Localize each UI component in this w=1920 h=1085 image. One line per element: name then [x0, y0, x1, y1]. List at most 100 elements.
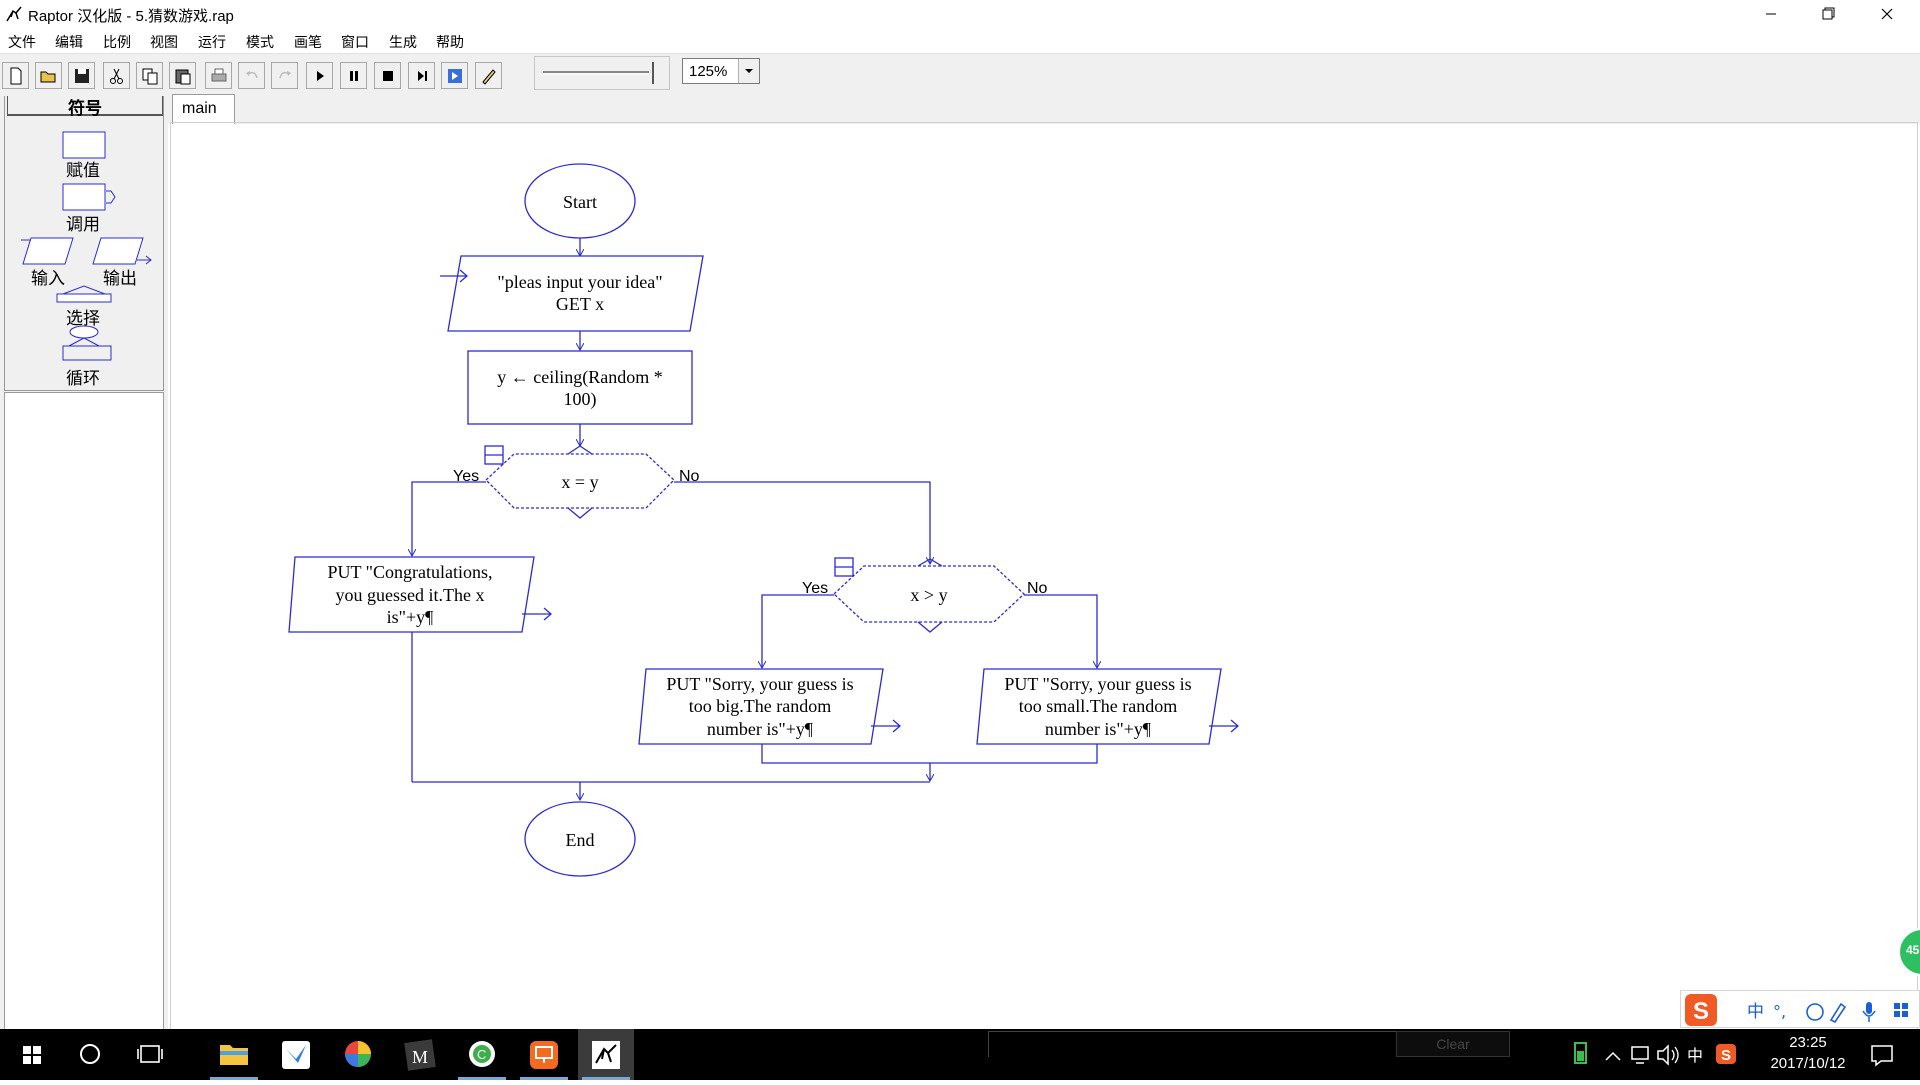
- end-terminal[interactable]: [524, 801, 636, 877]
- flowchart-canvas[interactable]: Start "pleas input your idea" GET x y ← …: [172, 124, 1916, 1028]
- menu-edit[interactable]: 编辑: [55, 34, 83, 50]
- symbols-header: 符号: [7, 96, 163, 118]
- stop-button[interactable]: [374, 62, 401, 89]
- new-button[interactable]: [2, 62, 29, 89]
- too-big-line2: too big.The random: [689, 696, 831, 716]
- menu-file[interactable]: 文件: [8, 34, 36, 50]
- menu-scale[interactable]: 比例: [103, 34, 131, 50]
- tab-main-label: main: [182, 100, 217, 117]
- menu-pen[interactable]: 画笔: [294, 34, 322, 50]
- task-view-button[interactable]: [122, 1029, 178, 1080]
- output-symbol-shape[interactable]: [92, 237, 144, 265]
- restore-button[interactable]: [1806, 0, 1852, 29]
- bird-app-icon: [282, 1041, 310, 1069]
- menu-help[interactable]: 帮助: [436, 34, 464, 50]
- clear-button[interactable]: Clear: [1396, 1031, 1510, 1057]
- assign-box[interactable]: [467, 350, 693, 425]
- decision-x-greater-y[interactable]: [833, 565, 1025, 623]
- decision-x-equals-y[interactable]: [485, 453, 675, 509]
- color-wheel-icon: [345, 1041, 371, 1067]
- congrats-line3: is"+y¶: [387, 607, 434, 627]
- toolbox-icon[interactable]: [1894, 1003, 1900, 1009]
- chevron-up-icon[interactable]: [1605, 1051, 1621, 1061]
- start-label: Start: [563, 192, 597, 212]
- undo-button[interactable]: [238, 62, 265, 89]
- taskbar-app-m[interactable]: M: [392, 1029, 448, 1080]
- scissors-icon: [110, 68, 123, 84]
- zoom-select[interactable]: 125%: [682, 58, 760, 84]
- cut-button[interactable]: [103, 62, 130, 89]
- taskbar-file-explorer[interactable]: [206, 1029, 262, 1080]
- menu-run[interactable]: 运行: [198, 34, 226, 50]
- output-congratulations-box[interactable]: [288, 556, 535, 633]
- clear-button-label: Clear: [1436, 1036, 1470, 1052]
- menu-generate[interactable]: 生成: [389, 34, 417, 50]
- speed-slider[interactable]: [534, 56, 670, 90]
- notification-center-icon[interactable]: [1868, 1041, 1896, 1069]
- save-button[interactable]: [68, 62, 95, 89]
- console-strip: [988, 1031, 1404, 1057]
- taskbar-app-bird[interactable]: [268, 1029, 324, 1080]
- step-icon: [418, 71, 427, 81]
- ime-toolbar: S 中 °,: [1680, 990, 1920, 1028]
- taskbar-app-raptor[interactable]: [578, 1029, 634, 1080]
- search-button[interactable]: [62, 1029, 118, 1080]
- open-button[interactable]: [35, 62, 62, 89]
- tab-main[interactable]: main: [172, 94, 235, 124]
- sogou-logo-icon[interactable]: [1685, 994, 1717, 1026]
- redo-button[interactable]: [271, 62, 298, 89]
- pause-button[interactable]: [340, 62, 367, 89]
- ime-lang-indicator[interactable]: 中: [1747, 1002, 1764, 1022]
- volume-icon[interactable]: [1657, 1044, 1669, 1066]
- menu-window[interactable]: 窗口: [341, 34, 369, 50]
- raptor-app-icon: [6, 6, 22, 22]
- input-box[interactable]: [447, 255, 704, 332]
- slides-app-icon: [530, 1041, 558, 1069]
- restore-icon: [1822, 7, 1835, 20]
- paste-button[interactable]: [169, 62, 196, 89]
- handwriting-icon[interactable]: [1829, 1002, 1847, 1024]
- emoji-icon[interactable]: [1806, 1003, 1824, 1021]
- network-icon[interactable]: [1631, 1046, 1649, 1060]
- start-button[interactable]: [4, 1029, 60, 1080]
- minimize-button[interactable]: [1748, 0, 1794, 29]
- taskbar-app-color-wheel[interactable]: [330, 1029, 386, 1080]
- m-app-icon: M: [404, 1039, 436, 1071]
- output-too-big-box[interactable]: [638, 668, 884, 745]
- tray-input-lang[interactable]: 中: [1687, 1046, 1703, 1065]
- symbols-title: 符号: [68, 99, 102, 118]
- menu-view[interactable]: 视图: [150, 34, 178, 50]
- green-app-icon: C: [469, 1041, 495, 1067]
- open-folder-icon: [40, 71, 56, 83]
- menu-mode[interactable]: 模式: [246, 34, 274, 50]
- call-symbol-shape[interactable]: [62, 183, 106, 211]
- selection-symbol-shape[interactable]: [56, 293, 112, 303]
- decision2-yes-label: Yes: [802, 580, 828, 597]
- input-symbol-shape[interactable]: [22, 237, 74, 265]
- sogou-tray-icon[interactable]: [1716, 1044, 1736, 1064]
- variables-panel: [4, 392, 164, 1030]
- close-button[interactable]: [1864, 0, 1910, 29]
- undo-icon: [246, 71, 258, 79]
- zoom-dropdown-button[interactable]: [738, 59, 759, 83]
- assign-symbol-shape[interactable]: [62, 131, 106, 159]
- symbol-label-select: 选择: [66, 309, 100, 328]
- print-button[interactable]: [205, 62, 232, 89]
- step-button[interactable]: [408, 62, 435, 89]
- ime-toolbar-icons: S 中 °,: [1685, 994, 1908, 1026]
- microphone-icon[interactable]: [1866, 1002, 1872, 1014]
- ime-punct-icon[interactable]: °,: [1773, 1002, 1786, 1021]
- clock-time[interactable]: 23:25: [1789, 1034, 1827, 1051]
- run-button[interactable]: [306, 62, 333, 89]
- output-too-small-box[interactable]: [976, 668, 1222, 745]
- flowchart: Start "pleas input your idea" GET x y ← …: [288, 163, 1239, 877]
- clock-date[interactable]: 2017/10/12: [1770, 1055, 1846, 1072]
- test-server-button[interactable]: [441, 62, 468, 89]
- taskbar-app-slides[interactable]: [516, 1029, 572, 1080]
- symbol-label-call: 调用: [66, 215, 100, 234]
- copy-button[interactable]: [136, 62, 163, 89]
- taskbar-app-green[interactable]: C: [454, 1029, 510, 1080]
- battery-icon[interactable]: [1574, 1042, 1587, 1064]
- assign-line1: y ← ceiling(Random *: [497, 367, 662, 388]
- pen-button[interactable]: [475, 62, 502, 89]
